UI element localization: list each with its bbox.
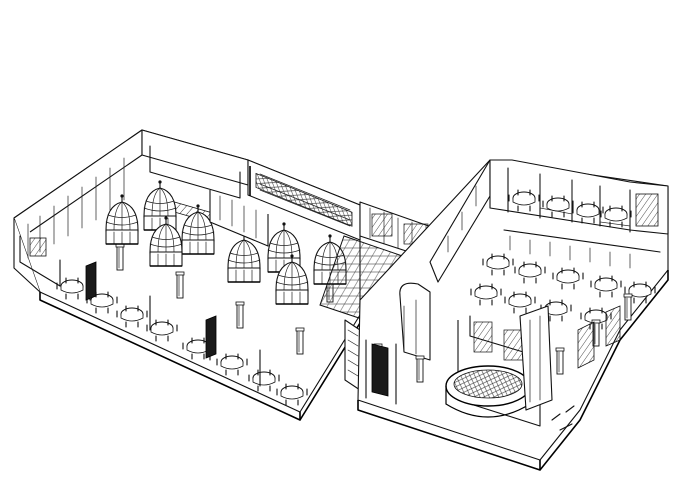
stair-icon	[344, 319, 361, 391]
west-wing-dome-hall	[13, 129, 361, 421]
east-wing-upper-rooms	[489, 159, 669, 235]
east-wing-rotunda	[357, 159, 669, 471]
